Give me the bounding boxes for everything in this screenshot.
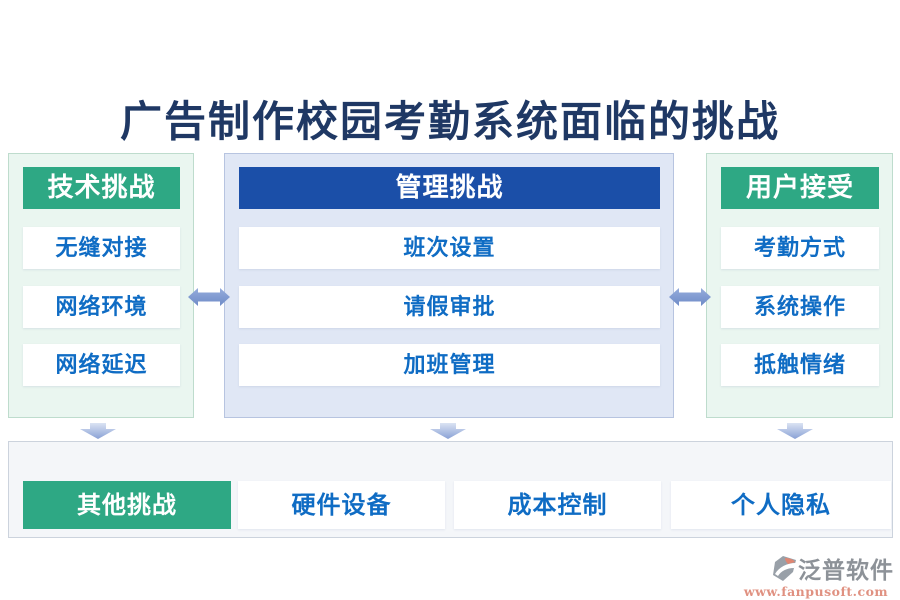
brand-url: www.fanpusoft.com bbox=[743, 584, 889, 599]
left-right-arrow-icon bbox=[669, 288, 711, 306]
panel-other-item-2: 成本控制 bbox=[454, 481, 661, 529]
panel-management-item-1: 班次设置 bbox=[239, 227, 660, 269]
panel-user-acceptance-header: 用户接受 bbox=[721, 167, 879, 209]
panel-user-acceptance: 用户接受 考勤方式 系统操作 抵触情绪 bbox=[706, 153, 893, 418]
brand-logo: 泛普软件 www.fanpusoft.com bbox=[738, 551, 894, 599]
panel-other: 其他挑战 硬件设备 成本控制 个人隐私 bbox=[8, 441, 893, 538]
panel-management-item-2: 请假审批 bbox=[239, 286, 660, 328]
down-arrow-icon bbox=[777, 423, 813, 439]
left-right-arrow-icon bbox=[188, 288, 230, 306]
panel-technical: 技术挑战 无缝对接 网络环境 网络延迟 bbox=[8, 153, 194, 418]
panel-user-acceptance-item-2: 系统操作 bbox=[721, 286, 879, 328]
panel-other-item-3: 个人隐私 bbox=[671, 481, 891, 529]
panel-management-header: 管理挑战 bbox=[239, 167, 660, 209]
down-arrow-icon bbox=[80, 423, 116, 439]
panel-user-acceptance-item-3: 抵触情绪 bbox=[721, 344, 879, 386]
brand-name: 泛普软件 bbox=[798, 557, 894, 584]
down-arrow-icon bbox=[430, 423, 466, 439]
panel-other-header: 其他挑战 bbox=[23, 481, 231, 529]
panel-technical-header: 技术挑战 bbox=[23, 167, 180, 209]
page-title: 广告制作校园考勤系统面临的挑战 bbox=[119, 97, 780, 146]
panel-technical-item-3: 网络延迟 bbox=[23, 344, 180, 386]
panel-user-acceptance-item-1: 考勤方式 bbox=[721, 227, 879, 269]
panel-other-item-1: 硬件设备 bbox=[238, 481, 445, 529]
panel-management: 管理挑战 班次设置 请假审批 加班管理 bbox=[224, 153, 674, 418]
fanpu-logo-mark-icon bbox=[773, 555, 796, 581]
panel-technical-item-2: 网络环境 bbox=[23, 286, 180, 328]
panel-management-item-3: 加班管理 bbox=[239, 344, 660, 386]
panel-technical-item-1: 无缝对接 bbox=[23, 227, 180, 269]
